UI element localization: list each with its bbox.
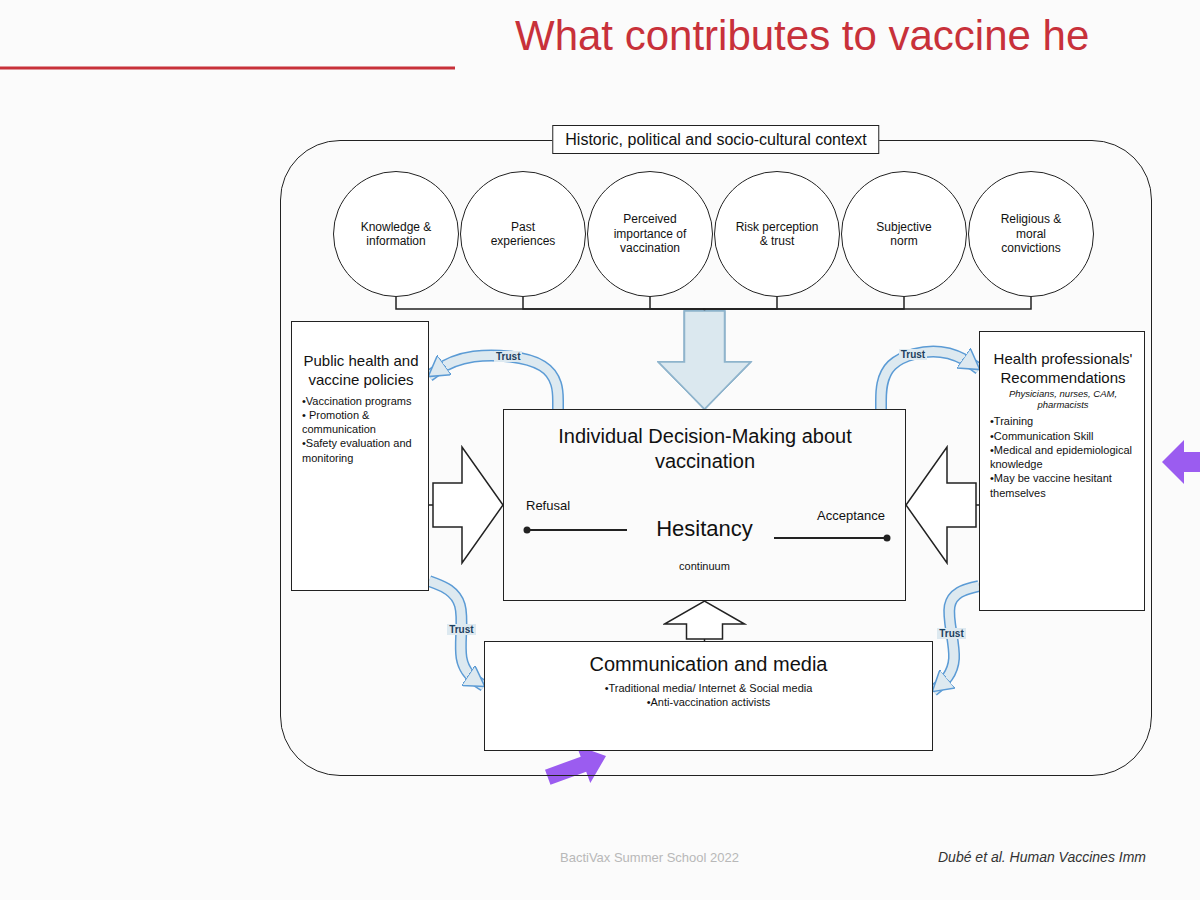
policy-box: Public health and vaccine policies •Vacci… xyxy=(291,321,429,591)
connector-line xyxy=(396,297,705,409)
footer-note: BactiVax Summer School 2022 xyxy=(560,850,739,865)
connector-line xyxy=(650,297,705,409)
bullet-item: •Training xyxy=(990,414,1136,428)
trust-label: Trust xyxy=(447,624,475,635)
influence-arrow xyxy=(523,297,705,409)
factor-circle: Knowledge & information xyxy=(333,171,459,297)
continuum-end: Refusal xyxy=(526,498,570,513)
bullet-item: •Medical and epidemiological knowledge xyxy=(990,443,1136,472)
context-region: Historic, political and socio-cultural c… xyxy=(280,140,1152,776)
connector-line xyxy=(704,601,706,641)
factor-circle: Risk perception & trust xyxy=(714,171,840,297)
influence-arrow xyxy=(650,297,705,409)
influence-arrow xyxy=(705,297,905,409)
box-title: Health professionals' Recommendations xyxy=(990,350,1136,388)
factor-label: Risk perception & trust xyxy=(735,220,819,249)
continuum-caption: continuum xyxy=(679,560,730,572)
factor-circle: Subjective norm xyxy=(841,171,967,297)
bullet-item: •Safety evaluation and monitoring xyxy=(302,436,420,465)
continuum-line xyxy=(527,529,627,531)
factor-circle: Religious & moral convictions xyxy=(968,171,1094,297)
continuum-middle: Hesitancy xyxy=(656,516,753,542)
bullet-item: •Anti-vaccination activists xyxy=(497,695,920,709)
continuum-dot xyxy=(524,527,531,534)
factor-label: Subjective norm xyxy=(862,220,946,249)
trust-arrow-outline xyxy=(933,586,979,691)
trust-arrow-body xyxy=(933,586,979,691)
bullet-item: •Communication Skill xyxy=(990,429,1136,443)
factor-label: Knowledge & information xyxy=(354,220,438,249)
trust-arrow xyxy=(429,581,484,686)
highlight-arrow xyxy=(1162,440,1200,484)
trust-label: Trust xyxy=(494,351,522,362)
trust-arrow-outline xyxy=(429,355,558,409)
influence-arrow xyxy=(704,601,705,641)
bullet-item: •Vaccination programs xyxy=(302,394,420,408)
connector-line xyxy=(705,297,778,409)
trust-arrow-body xyxy=(429,355,558,409)
trust-label: Trust xyxy=(899,349,927,360)
region-heading: Historic, political and socio-cultural c… xyxy=(552,125,879,154)
influence-arrow xyxy=(906,505,979,506)
influence-arrow xyxy=(705,297,778,409)
trust-arrow xyxy=(881,352,979,409)
connector-line xyxy=(906,504,979,506)
box-title: Public health and vaccine policies xyxy=(302,352,420,390)
connector-line xyxy=(429,504,503,506)
trust-arrow xyxy=(933,586,979,691)
trust-label: Trust xyxy=(937,628,965,639)
connector-line xyxy=(523,297,705,409)
citation: Dubé et al. Human Vaccines Imm xyxy=(938,849,1146,865)
trust-arrow-outline xyxy=(881,352,979,409)
box-subtitle: Physicians, nurses, CAM, pharmacists xyxy=(990,388,1136,411)
media-box: Communication and media •Traditional medi… xyxy=(484,641,933,751)
continuum-dot xyxy=(884,535,891,542)
decision-box: Individual Decision-Making about vaccina… xyxy=(503,409,906,601)
factor-label: Perceived importance of vaccination xyxy=(608,212,692,255)
factor-circle: Past experiences xyxy=(460,171,586,297)
trust-arrow xyxy=(429,355,558,409)
trust-arrow-body xyxy=(429,581,484,686)
trust-arrow-body xyxy=(881,352,979,409)
factor-label: Past experiences xyxy=(481,220,565,249)
recommendation-box: Health professionals' RecommendationsPhy… xyxy=(979,331,1145,611)
factor-circle: Perceived importance of vaccination xyxy=(587,171,713,297)
slide-title: What contributes to vaccine he xyxy=(515,12,1089,60)
continuum-line xyxy=(774,537,887,539)
bullet-item: •Traditional media/ Internet & Social me… xyxy=(497,681,920,695)
box-title: Communication and media xyxy=(497,652,920,677)
box-title: Individual Decision-Making about vaccina… xyxy=(555,424,855,474)
bullet-item: • Promotion & communication xyxy=(302,408,420,437)
connector-line xyxy=(705,297,905,409)
continuum-end: Acceptance xyxy=(817,508,885,523)
trust-arrow-outline xyxy=(429,581,484,686)
title-rule xyxy=(0,67,455,70)
influence-arrow xyxy=(429,505,503,506)
bullet-item: •May be vaccine hesitant themselves xyxy=(990,471,1136,500)
factor-label: Religious & moral convictions xyxy=(989,212,1073,255)
influence-arrow xyxy=(396,297,705,409)
